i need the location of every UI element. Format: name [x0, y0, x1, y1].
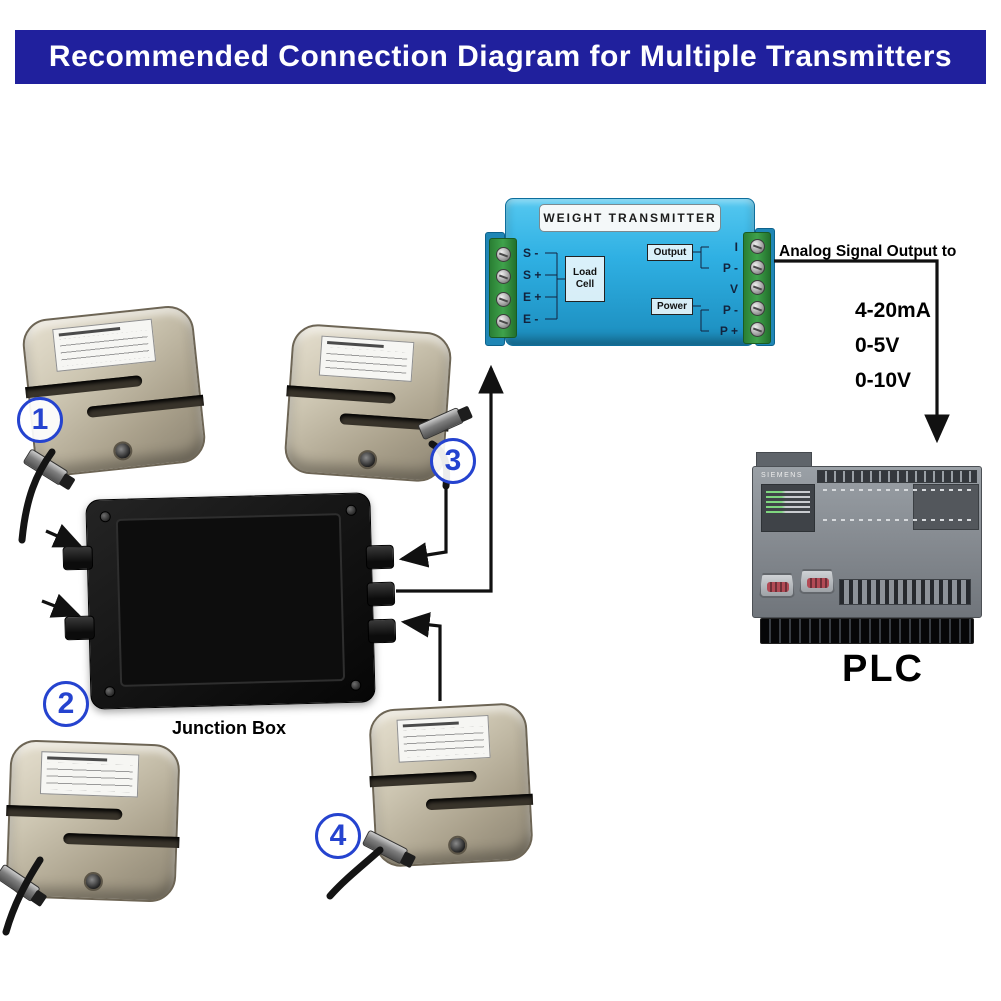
plc-serial-port-2: [799, 569, 835, 594]
arrow-lc4-to-junction: [400, 612, 442, 701]
terminal-label-s-plus: S +: [523, 268, 542, 282]
plc-vent-slots: [839, 579, 971, 605]
transmitter-name-plate: WEIGHT TRANSMITTER: [539, 204, 721, 232]
power-group-box: Power: [651, 298, 693, 315]
sticker-text-lines: [45, 756, 134, 793]
load-cell-box-line1: Load: [573, 267, 597, 278]
load-cell-spec-sticker: [318, 335, 414, 382]
plc-io-label-rows: [823, 489, 973, 523]
load-cell-1: [20, 303, 208, 486]
junction-box: [62, 492, 397, 710]
load-cell-3: [282, 322, 465, 484]
terminal-screw: [749, 238, 765, 254]
junction-box-caption: Junction Box: [172, 718, 287, 738]
terminal-screw: [495, 314, 511, 330]
transmitter-title: WEIGHT TRANSMITTER: [543, 211, 717, 225]
analog-option-0-10v: 0-10V: [855, 369, 912, 392]
terminal-label-e-minus: E -: [523, 312, 539, 326]
load-cell-spec-sticker: [39, 751, 140, 798]
terminal-block-output: [743, 232, 771, 344]
plc-bottom-terminal-strip: [760, 618, 974, 644]
terminal-screw: [749, 259, 765, 275]
plc-brand-label: SIEMENS: [761, 472, 804, 479]
terminal-screw: [495, 269, 511, 285]
plc-caption: PLC: [842, 648, 924, 690]
analog-output-heading: Analog Signal Output to: [779, 243, 957, 260]
terminal-screw: [495, 291, 511, 307]
arrow-lc2-to-junction: [41, 593, 81, 618]
terminal-wiring-lines: [545, 246, 709, 332]
terminal-label-s-minus: S -: [523, 246, 539, 260]
terminal-screw: [749, 322, 765, 338]
analog-option-4-20ma: 4-20mA: [855, 299, 931, 322]
terminal-screw: [749, 301, 765, 317]
output-group-box: Output: [647, 244, 693, 261]
load-cell-box-line2: Cell: [575, 279, 595, 290]
load-cell-group-box: Load Cell: [565, 256, 605, 302]
arrow-lc3-to-junction: [398, 486, 448, 568]
load-cell-number-2: 2: [43, 681, 89, 727]
cable-gland-right-3: [367, 618, 397, 644]
title-banner: Recommended Connection Diagram for Multi…: [15, 30, 986, 84]
load-cell-spec-sticker: [396, 714, 491, 763]
terminal-screw: [495, 246, 511, 262]
analog-output-options: 4-20mA 0-5V 0-10V: [855, 293, 931, 398]
terminal-label-p-minus-2: P -: [722, 303, 738, 317]
terminal-label-i: I: [734, 240, 738, 254]
plc-device: SIEMENS: [752, 452, 982, 647]
arrow-lc1-to-junction: [45, 523, 83, 548]
terminal-label-p-minus: P -: [722, 261, 738, 275]
page-title: Recommended Connection Diagram for Multi…: [48, 40, 953, 73]
load-cell-number-4: 4: [315, 813, 361, 859]
terminal-label-p-plus: P +: [719, 324, 738, 338]
terminal-label-v: V: [729, 282, 738, 296]
plc-chassis: SIEMENS: [752, 466, 982, 618]
mounting-hole: [447, 834, 468, 855]
cable-gland-left-1: [62, 545, 94, 571]
plc-serial-port-1: [759, 573, 795, 598]
cable-gland-right-1: [365, 544, 395, 570]
terminal-label-e-plus: E +: [523, 290, 542, 304]
weight-transmitter: WEIGHT TRANSMITTER S - S + E + E -: [485, 198, 775, 346]
cable-gland-right-2: [366, 581, 396, 607]
analog-option-0-5v: 0-5V: [855, 334, 900, 357]
terminal-screw: [749, 280, 765, 296]
load-cell-4: [361, 701, 535, 869]
sticker-text-lines: [58, 324, 150, 366]
sticker-text-lines: [324, 340, 408, 377]
load-cell-number-3: 3: [430, 438, 476, 484]
plc-top-terminal-strip: [817, 470, 977, 483]
load-cell-2: [0, 739, 181, 903]
terminal-block-loadcell: [489, 238, 517, 338]
sticker-text-lines: [403, 720, 485, 758]
cable-gland-left-2: [64, 615, 95, 641]
plc-status-led-block: [761, 484, 815, 532]
junction-box-lid: [115, 513, 346, 687]
load-cell-number-1: 1: [17, 397, 63, 443]
